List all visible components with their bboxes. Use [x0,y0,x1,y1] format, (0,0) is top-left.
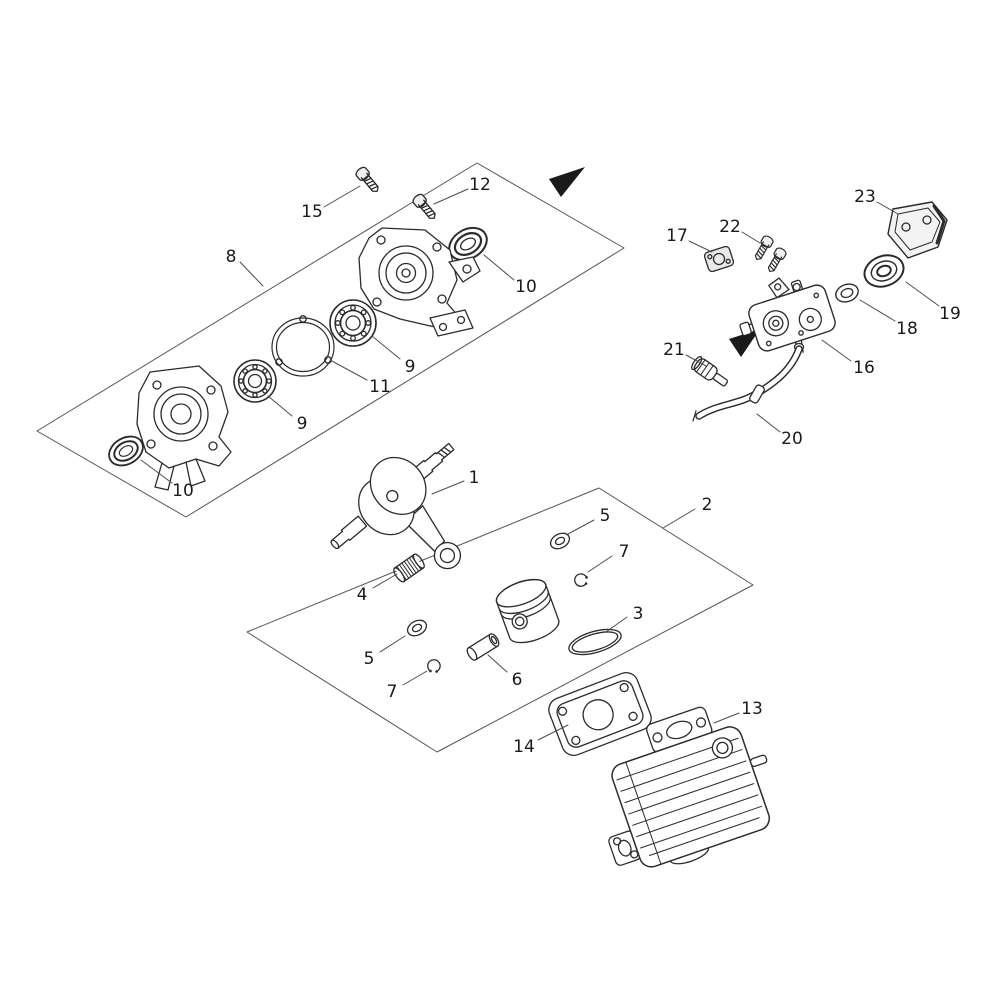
callout-label-7: 7 [619,542,630,562]
callout-label-14: 14 [513,737,535,757]
screw-icon-22a [751,233,775,263]
piston-assembly-group [393,529,622,675]
callout-label-23: 23 [854,187,876,207]
needle-bearing-4 [393,553,425,583]
callout-label-20: 20 [781,429,803,449]
callout-label-12: 12 [469,175,491,195]
callout-leader-16 [821,339,852,362]
ball-bearing-9-upper [329,299,377,347]
intake-spacer-17 [703,245,735,273]
carburetor-assembly-group [691,201,948,422]
screw-icon-12 [410,191,440,223]
callout-leader-10 [140,459,173,484]
callout-label-18: 18 [896,319,918,339]
callout-leader-1 [431,480,465,495]
callout-label-6: 6 [512,670,523,690]
screw-icon-22b [764,245,788,275]
callout-label-10: 10 [172,481,194,501]
crankshaft-1 [330,442,462,570]
callout-label-22: 22 [719,217,741,237]
callout-label-15: 15 [301,202,323,222]
callout-leader-10 [483,254,515,281]
callout-leader-12 [433,188,469,205]
cylinder-13 [608,706,771,868]
callout-label-8: 8 [226,247,237,267]
callout-leader-18 [859,299,896,322]
crankcase-assembly-group [102,164,494,491]
callout-label-17: 17 [666,226,688,246]
callout-leader-19 [905,281,940,307]
callout-label-5: 5 [364,649,375,669]
callout-leader-8 [239,261,264,287]
callout-leader-7 [587,555,613,573]
callout-leader-9 [371,335,401,360]
piston-pin-6 [466,633,500,661]
callout-leader-14 [537,724,569,741]
carburetor-16 [739,277,836,356]
callout-leader-15 [323,185,361,208]
callout-label-5: 5 [600,506,611,526]
crankcase-half-left [136,365,232,491]
callout-leader-5 [379,635,406,653]
assembly-direction-arrow-icon [729,329,760,357]
callout-label-4: 4 [357,585,368,605]
piston-2 [495,578,560,644]
fuel-filter-21 [691,356,729,387]
assembly-direction-arrow-icon [549,167,585,197]
callout-leader-4 [372,573,398,589]
crankcase-half-right [358,227,481,337]
callout-leader-11 [329,359,368,381]
callout-leader-23 [876,201,899,215]
callout-label-11: 11 [369,377,391,397]
callout-label-21: 21 [663,340,685,360]
callout-leader-3 [605,616,628,633]
callout-leader-22 [741,231,761,244]
callout-leader-2 [662,508,696,529]
callout-label-19: 19 [939,304,961,324]
callout-label-16: 16 [853,358,875,378]
callout-label-2: 2 [702,495,713,515]
fuel-line-20 [692,342,805,422]
seal-washer-18 [835,283,859,303]
crankcase-gasket-11 [271,315,335,377]
crankcase-group-outline [36,162,625,518]
callout-label-13: 13 [741,699,763,719]
screw-icon-15 [353,164,383,196]
callout-label-7: 7 [387,682,398,702]
callout-label-3: 3 [633,604,644,624]
callout-label-10: 10 [515,277,537,297]
callout-label-1: 1 [469,468,480,488]
circlip-7-lower [425,658,442,675]
piston-ring-3 [568,628,622,656]
callout-leader-20 [756,413,781,433]
callout-leader-21 [685,354,707,367]
ball-bearing-9-lower [233,359,277,403]
callout-leader-9 [267,395,293,417]
callout-leader-13 [713,712,740,724]
callout-leader-6 [487,654,508,673]
callout-leader-5 [567,519,595,535]
circlip-7-upper [573,572,590,589]
callout-leader-7 [402,670,428,686]
piston-group-outline [246,487,754,753]
rubber-grommet-19 [863,254,905,288]
back-plate-23 [887,201,948,259]
callout-leader-17 [688,240,713,253]
cylinder-gasket-14 [548,672,652,756]
callout-label-9: 9 [297,414,308,434]
thrust-washer-5-lower [404,616,430,640]
callout-label-9: 9 [405,357,416,377]
